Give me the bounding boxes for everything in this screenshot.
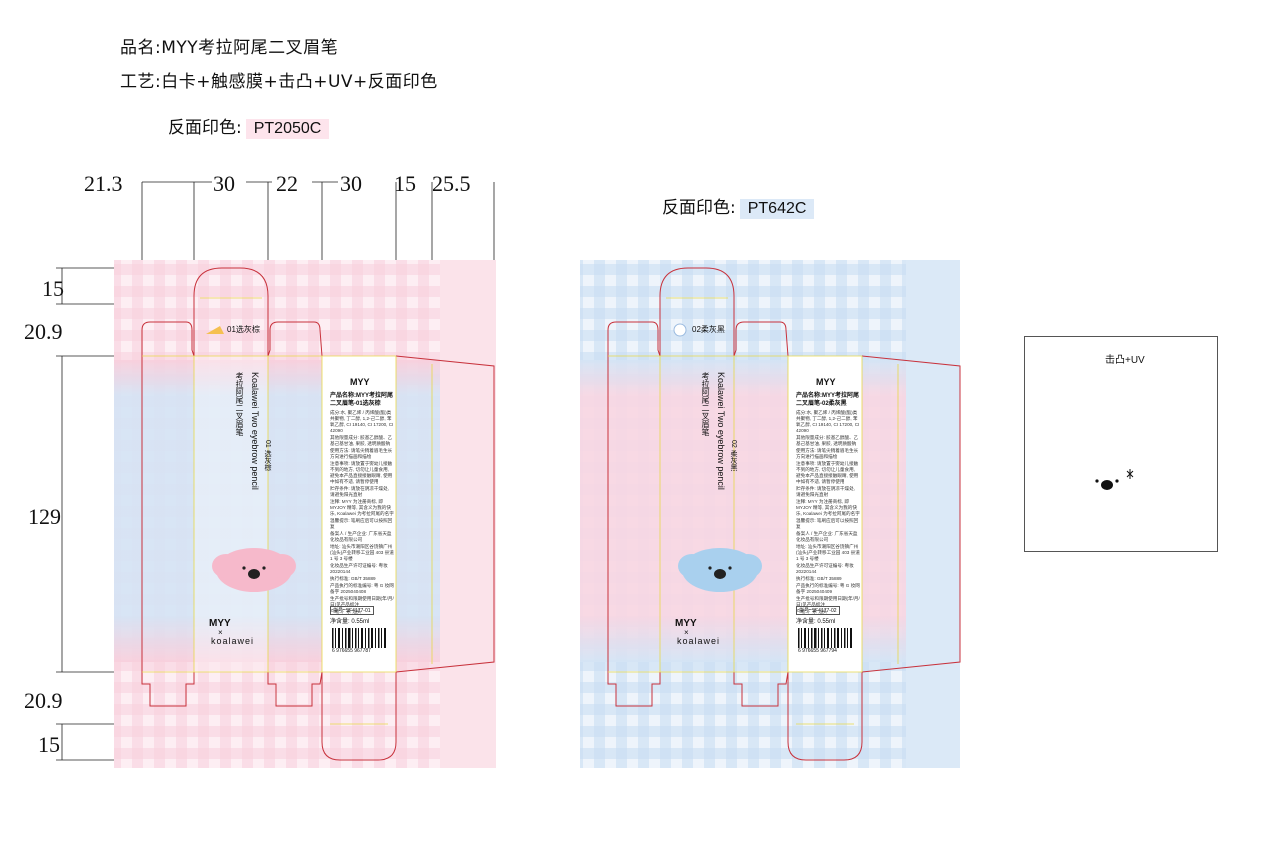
emboss-uv-label: 击凸+UV bbox=[1105, 355, 1145, 366]
product-name-title: 品名:MYY考拉阿尾二叉眉笔 bbox=[120, 38, 339, 58]
blue-panel-title: 产品名称:MYY考拉阿尾二叉眉笔-02柔灰黑 bbox=[796, 393, 860, 407]
blue-shade-tab-label: 02柔灰黑 bbox=[692, 325, 725, 334]
spot-color-blue-label: 反面印色: bbox=[662, 198, 736, 218]
box_pink-info-line: 注释: MYY 为注册商标, 即 MYJOY 精等, 其含义为我的快乐, Koa… bbox=[330, 499, 394, 516]
box_pink-info-line: 温馨提示: 笔刷应后可以按照回复 bbox=[330, 518, 393, 529]
dim-width-5: 15 bbox=[394, 171, 416, 196]
blue-brand-name: koalawei bbox=[677, 636, 721, 646]
box_blue-info-line: 成分:水, 聚乙烯 / 丙烯酸(酯)类共聚物, 丁二醇, 1,2-己二醇, 苯氧… bbox=[796, 410, 860, 433]
pink-side-chinese: 考拉阿尾二叉眉笔 bbox=[235, 372, 244, 436]
blue-net-content: 净含量: 0.55ml bbox=[796, 619, 836, 625]
box_pink-info-line: 成分:水, 聚乙烯 / 丙烯酸(酯)类共聚物, 丁二醇, 1,2-己二醇, 苯氧… bbox=[330, 410, 394, 433]
spot-color-blue: 反面印色:PT642C bbox=[662, 193, 815, 219]
blue-side-english: Koalawei Two eyebrow pencil bbox=[716, 372, 726, 490]
box_pink-info-line: 其他限量成分: 胶基乙醇酸、乙基己基甘油, 果胶, 透明质酸钠 bbox=[330, 435, 393, 446]
dim-height-2: 20.9 bbox=[24, 319, 63, 344]
box_blue-info-line: 使用方法: 请笔尖稍着眉毛生长方向进行描画和描绘 bbox=[796, 448, 859, 459]
blue-side-shade: 02 柔灰黑 bbox=[730, 440, 737, 471]
blue-barcode-number: 6 976655 967794 bbox=[798, 648, 837, 654]
spot-color-blue-code: PT642C bbox=[739, 199, 815, 219]
box_blue-info-line: 生产批号和限期使用日期(年/月/日)见产品标注 bbox=[796, 596, 860, 607]
box_blue-info-line: 注释: MYY 为注册商标, 即 MYJOY 精等, 其含义为我的快乐, Koa… bbox=[796, 499, 860, 516]
box_pink-info-line: 生产批号和限期使用日期(年/月/日)见产品标注 bbox=[330, 596, 394, 607]
dim-width-3: 22 bbox=[276, 171, 298, 196]
box_pink-info-line: 贮存条件: 请放在阴凉干燥处, 请避免阳光直射 bbox=[330, 486, 389, 497]
pink-panel-info: 成分:水, 聚乙烯 / 丙烯酸(酯)类共聚物, 丁二醇, 1,2-己二醇, 苯氧… bbox=[330, 410, 394, 616]
box_blue-info-line: 地址: 汕头市潮阳区谷饶镇广州(汕头)产业转移工业园 403 县道 1 号 3 … bbox=[796, 544, 860, 561]
box_pink-info-line: 地址: 汕头市潮阳区谷饶镇广州(汕头)产业转移工业园 403 县道 1 号 3 … bbox=[330, 544, 394, 561]
blue-side-chinese: 考拉阿尾二叉眉笔 bbox=[701, 372, 710, 436]
box_pink-info-line: 备案人 / 生产企业: 广东省天盈化妆品有限公司 bbox=[330, 531, 392, 542]
box_blue-info-line: 产品执行的标准编号: 粤 G 妆网备字 2025040409 bbox=[796, 583, 860, 594]
dim-width-6: 25.5 bbox=[432, 171, 471, 196]
dim-height-4: 20.9 bbox=[24, 688, 63, 713]
blue-panel-code: 货号: SF4177-02 bbox=[796, 606, 840, 615]
box_blue-info-line: 执行标准: GB/T 35889 bbox=[796, 576, 842, 581]
pink-net-content: 净含量: 0.55ml bbox=[330, 619, 370, 625]
box_pink-info-line: 执行标准: GB/T 35889 bbox=[330, 576, 376, 581]
dim-height-1: 15 bbox=[42, 276, 64, 301]
blue-brand-mark: MYY bbox=[675, 618, 697, 629]
box_blue-info-line: 产地: 广东 汕头 bbox=[796, 609, 828, 614]
spot-color-pink-label: 反面印色: bbox=[168, 118, 242, 138]
pink-brand-times: × bbox=[218, 628, 223, 637]
pink-panel-title: 产品名称:MYY考拉阿尾二叉眉笔-01选灰棕 bbox=[330, 393, 394, 407]
dim-height-3: 129 bbox=[28, 504, 61, 529]
blue-brand-times: × bbox=[684, 628, 689, 637]
emboss-uv-reference: 击凸+UV bbox=[1024, 336, 1218, 552]
pink-panel-logo: MYY bbox=[350, 377, 370, 387]
process-title: 工艺:白卡+触感膜+击凸+UV+反面印色 bbox=[120, 72, 438, 92]
box_blue-info-line: 温馨提示: 笔刷应后可以按照回复 bbox=[796, 518, 859, 529]
box_blue-info-line: 其他限量成分: 胶基乙醇酸、乙基己基甘油, 果胶, 透明质酸钠 bbox=[796, 435, 859, 446]
blue-panel-info: 成分:水, 聚乙烯 / 丙烯酸(酯)类共聚物, 丁二醇, 1,2-己二醇, 苯氧… bbox=[796, 410, 860, 616]
dim-width-2: 30 bbox=[213, 171, 235, 196]
box_pink-info-line: 使用方法: 请笔尖稍着眉毛生长方向进行描画和描绘 bbox=[330, 448, 393, 459]
box_pink-info-line: 产地: 广东 汕头 bbox=[330, 609, 362, 614]
dim-width-1: 21.3 bbox=[84, 171, 123, 196]
pink-brand-name: koalawei bbox=[211, 636, 255, 646]
pink-panel-code: 货号: SF4177-01 bbox=[330, 606, 374, 615]
spot-color-pink-code: PT2050C bbox=[245, 119, 330, 139]
pink-box-dieline bbox=[114, 260, 496, 768]
box_blue-info-line: 贮存条件: 请放在阴凉干燥处, 请避免阳光直射 bbox=[796, 486, 855, 497]
pink-side-english: Koalawei Two eyebrow pencil bbox=[250, 372, 260, 490]
box_blue-info-line: 注意事项: 请放置于婴幼儿接触不到的地方, 切勿让儿童食用, 避免本产品直接接触… bbox=[796, 461, 859, 484]
koala-emboss-icon bbox=[1095, 469, 1134, 490]
box_blue-info-line: 备案人 / 生产企业: 广东省天盈化妆品有限公司 bbox=[796, 531, 858, 542]
dim-width-4: 30 bbox=[340, 171, 362, 196]
box_blue-info-line: 化妆品生产许可证编号: 粤妆 20220144 bbox=[796, 563, 854, 574]
pink-shade-tab-label: 01选灰棕 bbox=[227, 325, 260, 334]
dim-height-5: 15 bbox=[38, 732, 60, 757]
spot-color-pink: 反面印色:PT2050C bbox=[168, 113, 330, 139]
blue-panel-logo: MYY bbox=[816, 377, 836, 387]
blue-box-dieline bbox=[580, 260, 961, 768]
pink-brand-mark: MYY bbox=[209, 618, 231, 629]
box_pink-info-line: 注意事项: 请放置于婴幼儿接触不到的地方, 切勿让儿童食用, 避免本产品直接接触… bbox=[330, 461, 393, 484]
box_pink-info-line: 化妆品生产许可证编号: 粤妆 20220144 bbox=[330, 563, 388, 574]
box_pink-info-line: 产品执行的标准编号: 粤 G 妆网备字 2025040408 bbox=[330, 583, 394, 594]
pink-side-shade: 01 选灰棕 bbox=[264, 440, 271, 471]
pink-barcode-number: 6 976655 967787 bbox=[332, 648, 371, 654]
